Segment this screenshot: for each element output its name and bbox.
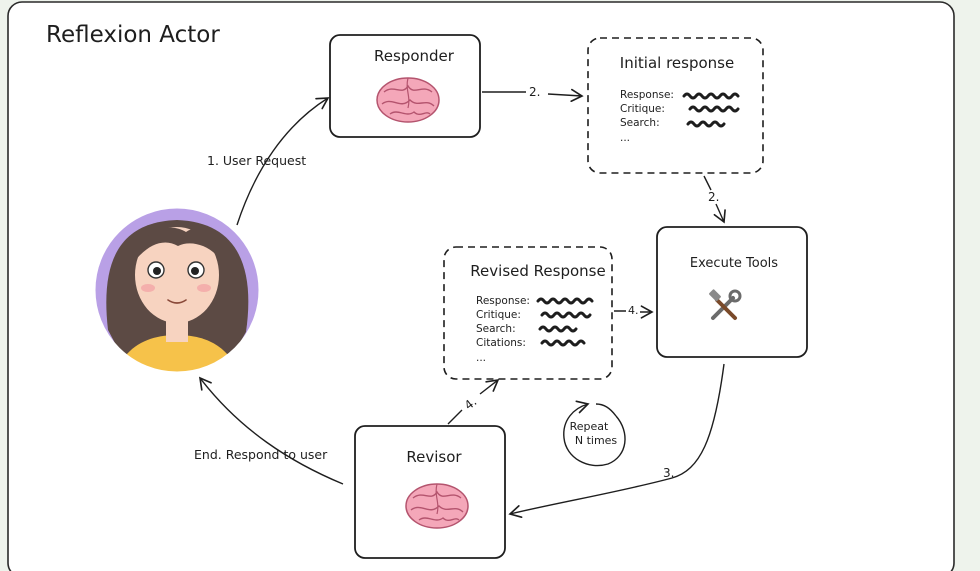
revisor-label: Revisor	[406, 448, 462, 466]
edge-to-initial-label: 2.	[529, 85, 540, 99]
edge-user-request-label: 1. User Request	[207, 153, 306, 168]
squiggle-icon	[540, 311, 592, 319]
edge-tools-to-revisor	[508, 363, 725, 519]
squiggle-icon	[682, 92, 740, 100]
edge-revised-to-tools-label: 4.	[628, 304, 639, 317]
user-avatar	[94, 207, 260, 373]
execute-tools-node: Execute Tools	[656, 226, 808, 358]
squiggle-icon	[536, 297, 594, 305]
revised-field-search: Search:	[476, 323, 516, 335]
squiggle-icon	[540, 339, 586, 347]
edge-user-request	[236, 97, 330, 226]
edge-to-initial	[482, 92, 582, 96]
initial-field-response: Response:	[620, 89, 674, 101]
tools-icon	[709, 289, 742, 320]
brain-icon	[376, 77, 440, 123]
initial-field-more: ...	[620, 132, 630, 144]
revised-response-node: Revised Response Response: Critique: Sea…	[443, 246, 613, 380]
revised-field-response: Response:	[476, 295, 530, 307]
squiggle-icon	[686, 120, 726, 128]
repeat-note-line1: Repeat	[570, 420, 609, 433]
revised-response-title: Revised Response	[470, 262, 605, 280]
initial-response-node: Initial response Response: Critique: Sea…	[587, 37, 764, 174]
initial-response-title: Initial response	[620, 54, 734, 72]
edge-revised-to-tools	[614, 311, 652, 312]
responder-label: Responder	[374, 47, 455, 65]
revised-field-more: ...	[476, 352, 486, 364]
squiggle-icon	[538, 325, 578, 333]
brain-icon	[405, 483, 469, 529]
revised-field-critique: Critique:	[476, 309, 521, 321]
diagram-title: Reflexion Actor	[46, 22, 220, 48]
revised-field-citations: Citations:	[476, 337, 526, 349]
repeat-note-line2: N times	[575, 434, 618, 447]
initial-field-critique: Critique:	[620, 103, 665, 115]
initial-field-search: Search:	[620, 117, 660, 129]
edge-to-tools-label: 2.	[708, 190, 719, 204]
edge-revisor-to-revised	[447, 380, 498, 425]
edge-tools-to-revisor-label: 3.	[663, 466, 674, 480]
execute-tools-label: Execute Tools	[690, 256, 778, 271]
repeat-loop: Repeat N times	[563, 400, 626, 467]
edge-end	[198, 376, 344, 485]
responder-node: Responder	[329, 34, 481, 138]
edge-end-label: End. Respond to user	[194, 447, 328, 462]
edge-to-tools	[703, 175, 724, 222]
squiggle-icon	[688, 105, 740, 113]
revisor-node: Revisor	[354, 425, 506, 559]
